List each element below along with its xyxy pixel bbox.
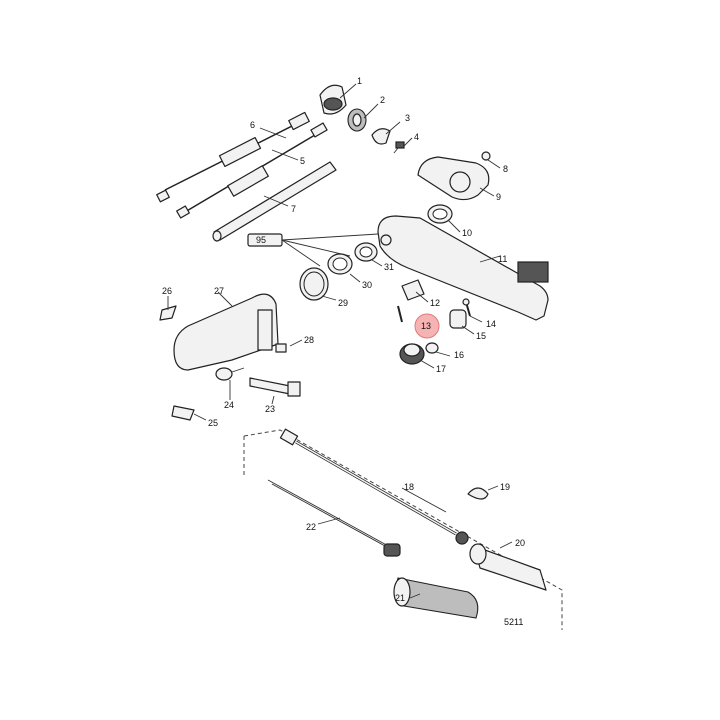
part-28-block[interactable] [275,343,287,353]
part-15-block[interactable] [449,309,467,329]
part-18-cable[interactable] [279,428,469,545]
callout-10[interactable]: 10 [462,228,472,238]
callout-1[interactable]: 1 [357,76,362,86]
grease-tube-95[interactable]: 95 [247,233,379,267]
part-27-mount-bracket[interactable] [173,293,279,371]
part-29-seal[interactable] [299,267,329,301]
part-12-bracket[interactable] [401,279,425,301]
callout-14[interactable]: 14 [486,319,496,329]
part-26-clip[interactable] [159,305,177,321]
callout-21[interactable]: 21 [395,593,405,603]
part-3-washer[interactable] [371,128,391,145]
callout-24[interactable]: 24 [224,400,234,410]
callout-leaders [167,83,513,599]
callout-20[interactable]: 20 [515,538,525,548]
part-30-seal[interactable] [327,253,353,275]
part-20-throttle-tube[interactable] [469,543,547,591]
part-7-rod[interactable] [212,161,337,242]
callout-17[interactable]: 17 [436,364,446,374]
part-14-screw[interactable] [462,298,471,317]
callout-29[interactable]: 29 [338,298,348,308]
part-9-cover[interactable] [417,156,490,201]
part-23-bolt[interactable] [249,377,301,397]
part-1-clamp[interactable] [319,84,347,115]
callout-31[interactable]: 31 [384,262,394,272]
part-19-bushing[interactable] [467,487,489,500]
callout-4[interactable]: 4 [414,132,419,142]
callout-16[interactable]: 16 [454,350,464,360]
callout-5[interactable]: 5 [300,156,305,166]
part-17-knob[interactable] [399,343,425,365]
callout-2[interactable]: 2 [380,95,385,105]
part-10-ring[interactable] [427,204,453,224]
callout-27[interactable]: 27 [214,286,224,296]
part-4-screw[interactable] [393,141,405,154]
callout-22[interactable]: 22 [306,522,316,532]
callout-15[interactable]: 15 [476,331,486,341]
callout-9[interactable]: 9 [496,192,501,202]
callout-7[interactable]: 7 [291,204,296,214]
callout-30[interactable]: 30 [362,280,372,290]
callout-26[interactable]: 26 [162,286,172,296]
highlight-marker [414,313,440,339]
callout-19[interactable]: 19 [500,482,510,492]
part-11-tiller-arm[interactable] [377,215,549,321]
part-24-bushing[interactable] [215,367,245,381]
part-13-pin[interactable] [397,305,403,323]
part-8-screw[interactable] [481,151,491,161]
callout-11[interactable]: 11 [498,254,507,264]
callout-3[interactable]: 3 [405,113,410,123]
part-16-oring[interactable] [425,342,439,354]
callout-8[interactable]: 8 [503,164,508,174]
callout-6[interactable]: 6 [250,120,255,130]
callout-25[interactable]: 25 [208,418,218,428]
part-31-seal[interactable] [354,242,378,262]
callout-23[interactable]: 23 [265,404,275,414]
figure-number: 5211 [504,617,523,627]
callout-labels: 1 2 3 4 5 6 7 8 9 10 11 12 13 14 15 16 1… [162,76,525,603]
part-22-cable[interactable] [267,479,401,557]
callout-28[interactable]: 28 [304,335,314,345]
callout-18[interactable]: 18 [404,482,414,492]
assembly-dashed-box [243,429,563,630]
part-5-gas-spring[interactable] [176,122,328,219]
part-25-clip[interactable] [171,405,195,421]
part-6-gas-spring[interactable] [156,111,310,203]
tube-label: 95 [256,235,266,245]
callout-12[interactable]: 12 [430,298,440,308]
part-21-grip[interactable] [393,577,479,619]
callout-13[interactable]: 13 [421,321,431,331]
part-2-bearing[interactable] [347,108,367,132]
